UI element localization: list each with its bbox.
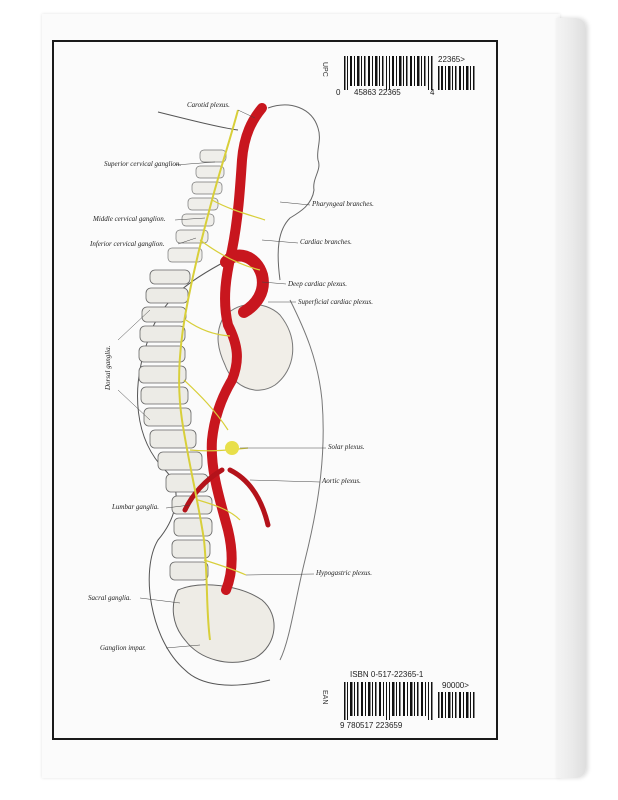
label-cardiac-branches: Cardiac branches. bbox=[300, 238, 352, 246]
label-deep-cardiac-plexus: Deep cardiac plexus. bbox=[288, 280, 348, 288]
book-spine bbox=[556, 18, 586, 778]
upc-digits-middle: 45863 22365 bbox=[354, 88, 401, 97]
label-ganglion-impar: Ganglion impar. bbox=[100, 644, 146, 652]
label-sacral-ganglia: Sacral ganglia. bbox=[88, 594, 132, 602]
iliac-branch bbox=[182, 467, 271, 528]
label-hypogastric-plexus: Hypogastric plexus. bbox=[316, 569, 372, 577]
aorta-artery bbox=[206, 103, 267, 595]
ean-addon-digits: 90000> bbox=[442, 681, 469, 690]
label-superficial-cardiac-plexus: Superficial cardiac plexus. bbox=[298, 298, 373, 306]
face-outline bbox=[267, 104, 320, 281]
isbn-number: ISBN 0-517-22365-1 bbox=[350, 670, 424, 679]
book-back-cover bbox=[42, 14, 560, 778]
upc-barcode bbox=[344, 56, 433, 90]
upc-addon-digits: 22365> bbox=[438, 55, 465, 64]
sympathetic-trunk bbox=[178, 109, 239, 641]
nerve-branches bbox=[183, 199, 266, 576]
cervical-vertebrae bbox=[167, 149, 227, 263]
ean-barcode bbox=[344, 682, 433, 720]
leader-lines bbox=[117, 109, 326, 649]
upc-side-label: UPC bbox=[321, 62, 328, 77]
label-inferior-cervical-ganglion: Inferior cervical ganglion. bbox=[90, 240, 165, 248]
label-pharyngeal-branches: Pharyngeal branches. bbox=[312, 200, 374, 208]
label-solar-plexus: Solar plexus. bbox=[328, 443, 365, 451]
vertebral-column bbox=[138, 269, 213, 581]
solar-plexus-node bbox=[225, 441, 239, 455]
label-middle-cervical-ganglion: Middle cervical ganglion. bbox=[93, 215, 166, 223]
ean-addon-barcode bbox=[438, 692, 475, 718]
label-aortic-plexus: Aortic plexus. bbox=[322, 477, 361, 485]
front-outline bbox=[279, 299, 324, 661]
ean-side-label: EAN bbox=[321, 690, 328, 705]
label-carotid-plexus: Carotid plexus. bbox=[187, 101, 230, 109]
label-lumbar-ganglia: Lumbar ganglia. bbox=[112, 503, 160, 511]
upc-digit-right: 4 bbox=[430, 88, 435, 97]
aortic-arch bbox=[220, 249, 269, 318]
ean-digits: 9 780517 223659 bbox=[340, 721, 403, 730]
upc-addon-barcode bbox=[438, 66, 475, 90]
label-superior-cervical-ganglion: Superior cervical ganglion. bbox=[104, 160, 182, 168]
upc-digit-left: 0 bbox=[336, 88, 341, 97]
cover-border-frame bbox=[52, 40, 498, 740]
pelvis-shape bbox=[172, 584, 275, 663]
label-dorsal-ganglia: Dorsal ganglia. bbox=[104, 345, 112, 390]
